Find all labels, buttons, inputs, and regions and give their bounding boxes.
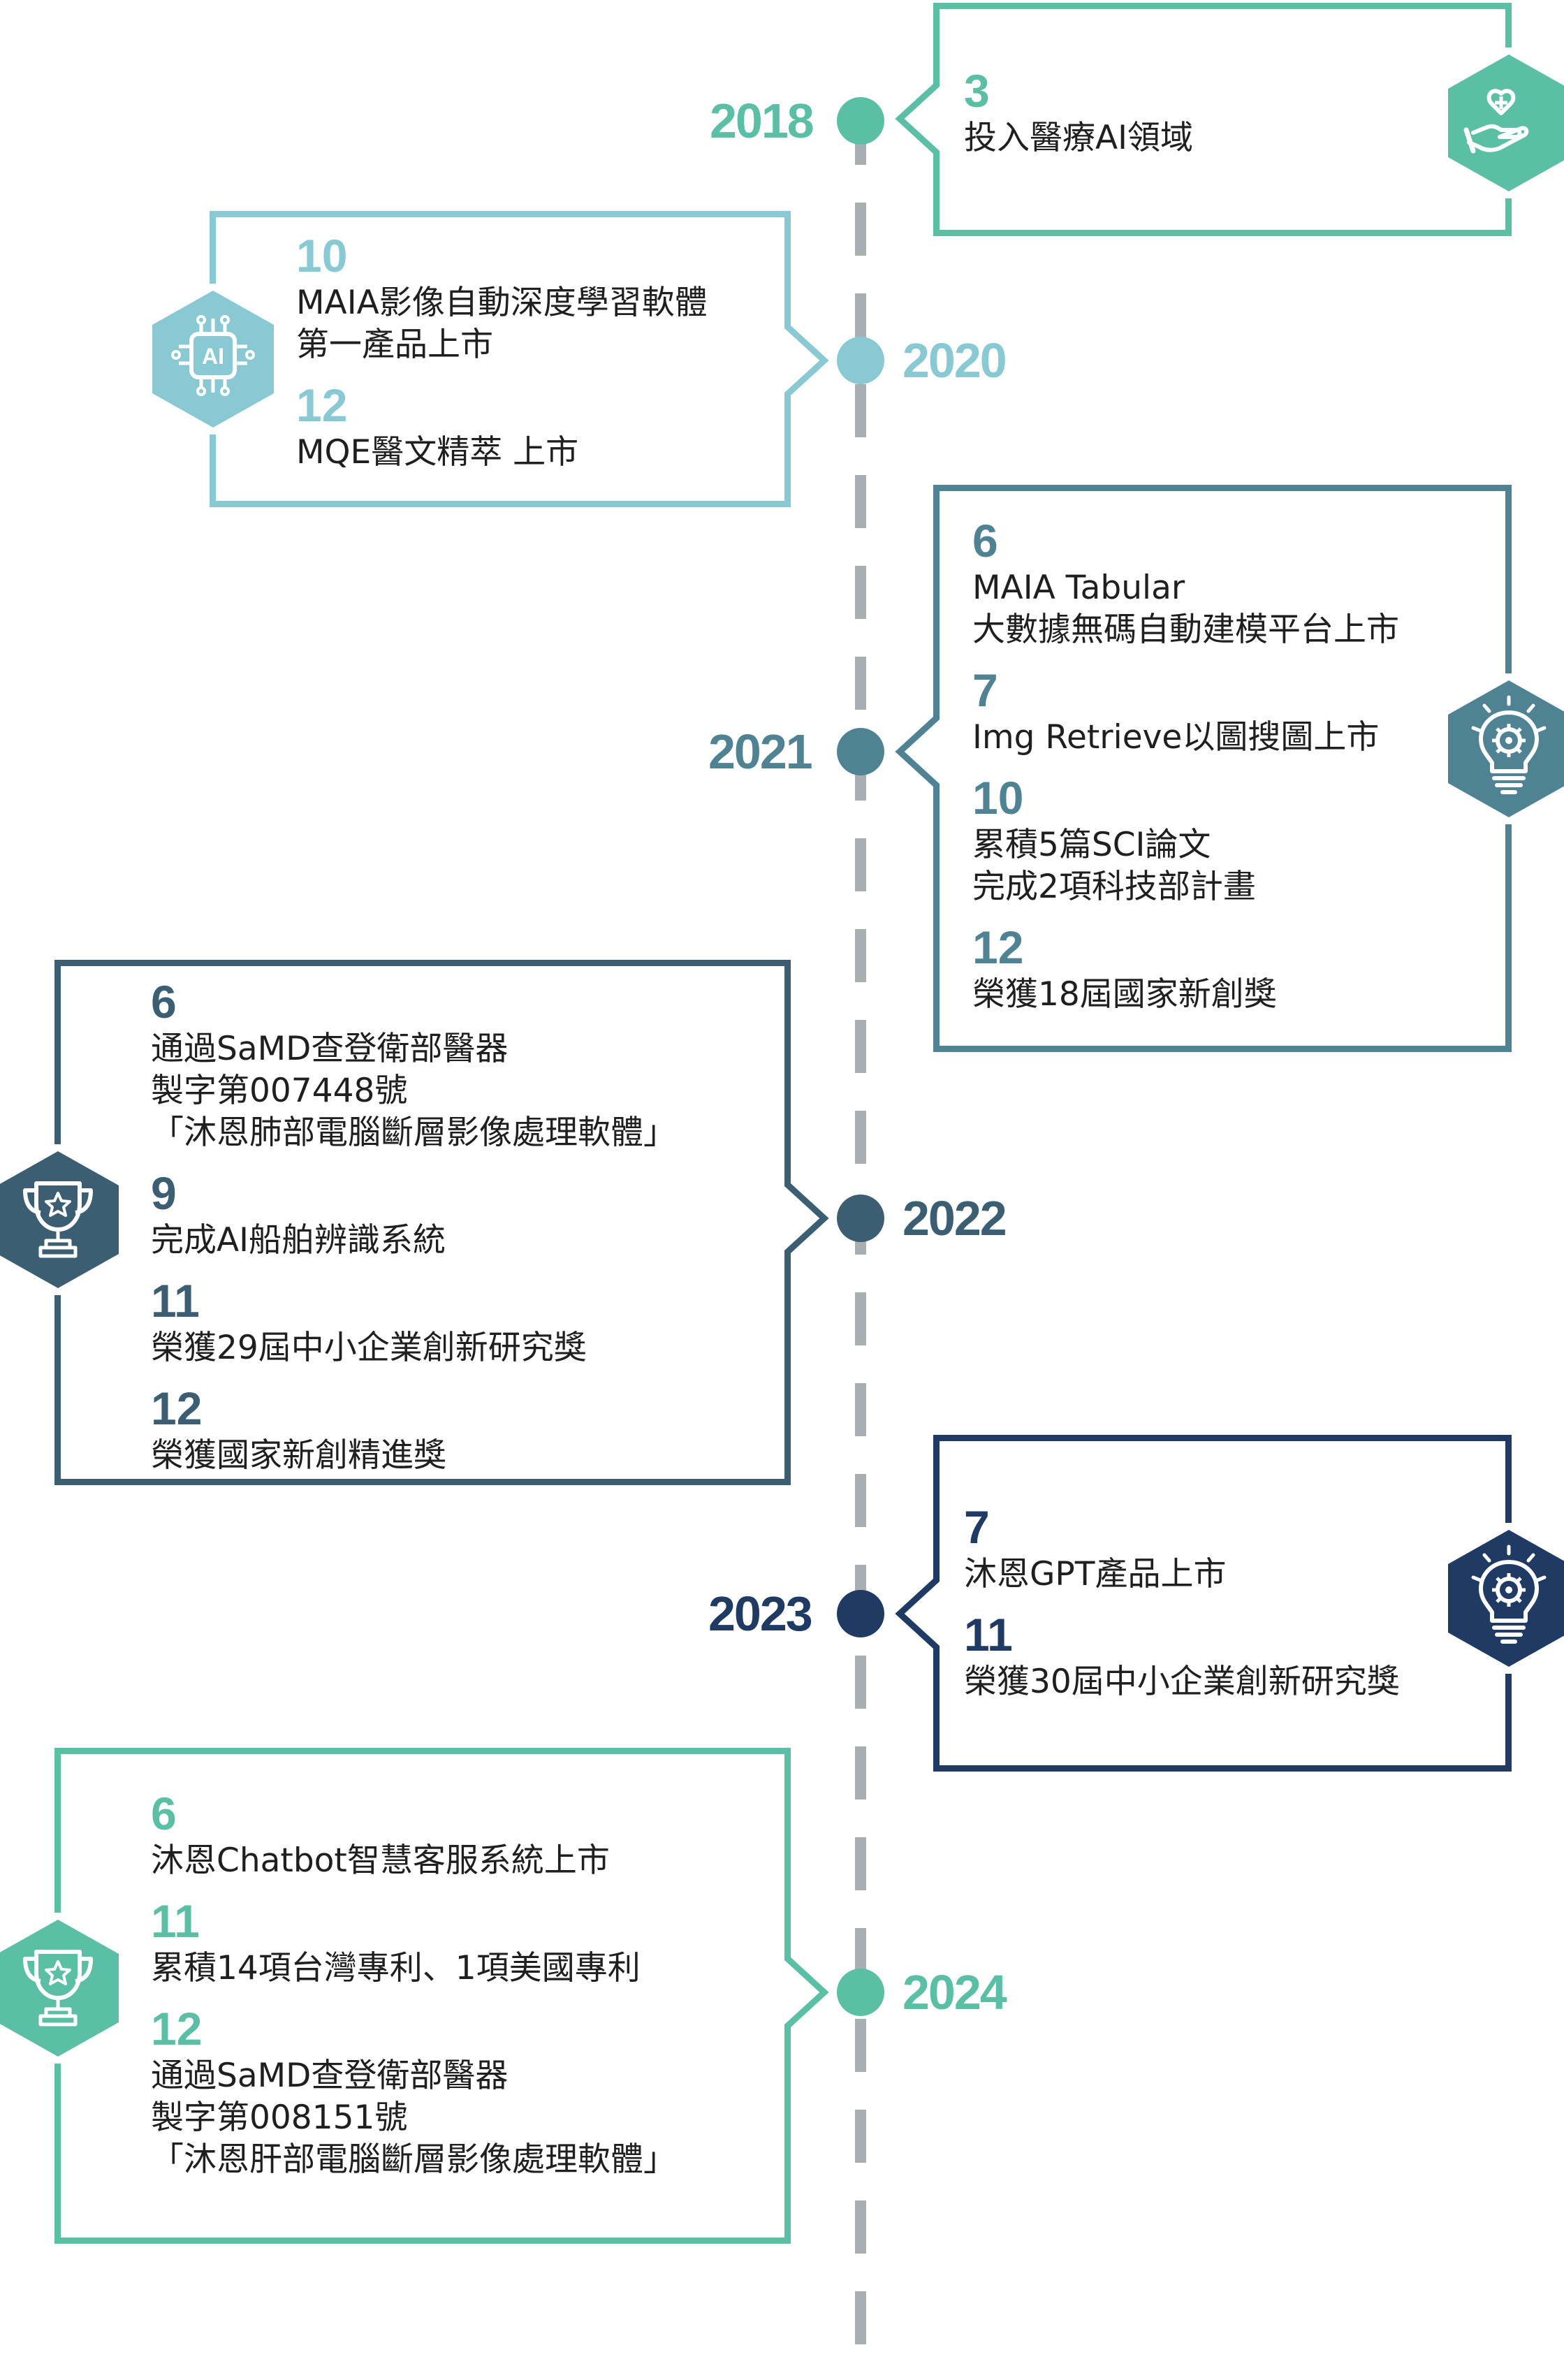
year-label-2024: 2024 [902,1965,1007,2020]
entry-text: 第一產品上市 [296,326,493,364]
timeline-dot-2021 [837,728,884,775]
entry-text: 完成AI船舶辨識系統 [151,1221,446,1260]
entry-text: 通過SaMD查登衛部醫器 [151,2057,509,2095]
entry-month: 12 [296,379,348,431]
year-label-2023: 2023 [708,1586,813,1641]
entry-text: 通過SaMD查登衛部醫器 [151,1030,509,1068]
entry-text: 製字第007448號 [151,1072,408,1110]
entry-month: 6 [151,1788,177,1839]
entry-text: 榮獲30屆中小企業創新研究獎 [964,1663,1400,1701]
entry-month: 11 [151,1895,200,1947]
entry-month: 10 [972,772,1024,824]
timeline-dot-2022 [837,1195,884,1242]
entry-text: Img Retrieve以圖搜圖上市 [972,718,1380,757]
entry-month: 6 [972,515,998,567]
timeline-dot-2020 [837,337,884,384]
entry-text: 榮獲18屆國家新創獎 [972,975,1277,1014]
entry-month: 3 [964,65,990,117]
entry-text: 「沐恩肺部電腦斷層影像處理軟體」 [151,1114,676,1152]
entry-text: MAIA影像自動深度學習軟體 [296,284,708,322]
svg-text:AI: AI [202,344,224,369]
timeline-dashed-axis [855,112,866,2380]
entry-text: 累積5篇SCI論文 [972,826,1211,864]
entry-text: 完成2項科技部計畫 [972,868,1256,906]
entry-text: 累積14項台灣專利、1項美國專利 [151,1949,641,1987]
entry-month: 11 [151,1275,200,1327]
lightbulb-gear-icon [1447,680,1564,817]
entry-text: 榮獲29屆中小企業創新研究獎 [151,1329,587,1367]
entry-month: 6 [151,976,177,1028]
year-label-2018: 2018 [710,94,814,148]
entry-month: 11 [964,1609,1013,1660]
timeline-dot-2018 [837,97,884,145]
lightbulb-gear-icon [1447,1530,1564,1667]
timeline-dot-2024 [837,1969,884,2016]
entry-month: 12 [151,2003,203,2054]
entry-text: 榮獲國家新創精進獎 [151,1436,446,1475]
trophy-icon [0,1151,119,1288]
healthcare-hand-heart-icon [1447,54,1564,191]
entry-text: 沐恩Chatbot智慧客服系統上市 [151,1841,610,1880]
entry-text: 大數據無碼自動建模平台上市 [972,611,1399,649]
timeline-dot-2023 [837,1590,884,1637]
entry-text: 「沐恩肝部電腦斷層影像處理軟體」 [151,2140,676,2179]
entry-month: 12 [972,921,1024,973]
entry-month: 9 [151,1167,177,1219]
entry-text: 沐恩GPT產品上市 [964,1555,1227,1593]
year-label-2021: 2021 [708,724,813,779]
entry-month: 10 [296,230,348,282]
entry-text: 投入醫療AI領域 [964,119,1194,157]
entry-month: 12 [151,1382,203,1434]
entry-text: 製字第008151號 [151,2098,408,2137]
trophy-icon [0,1920,119,2057]
year-label-2022: 2022 [902,1191,1007,1246]
year-label-2020: 2020 [902,333,1007,388]
entry-text: MQE醫文精萃 上市 [296,433,579,472]
entry-text: MAIA Tabular [972,569,1185,607]
entry-month: 7 [972,664,998,716]
ai-chip-icon: AI [152,291,274,428]
entry-month: 7 [964,1501,990,1553]
